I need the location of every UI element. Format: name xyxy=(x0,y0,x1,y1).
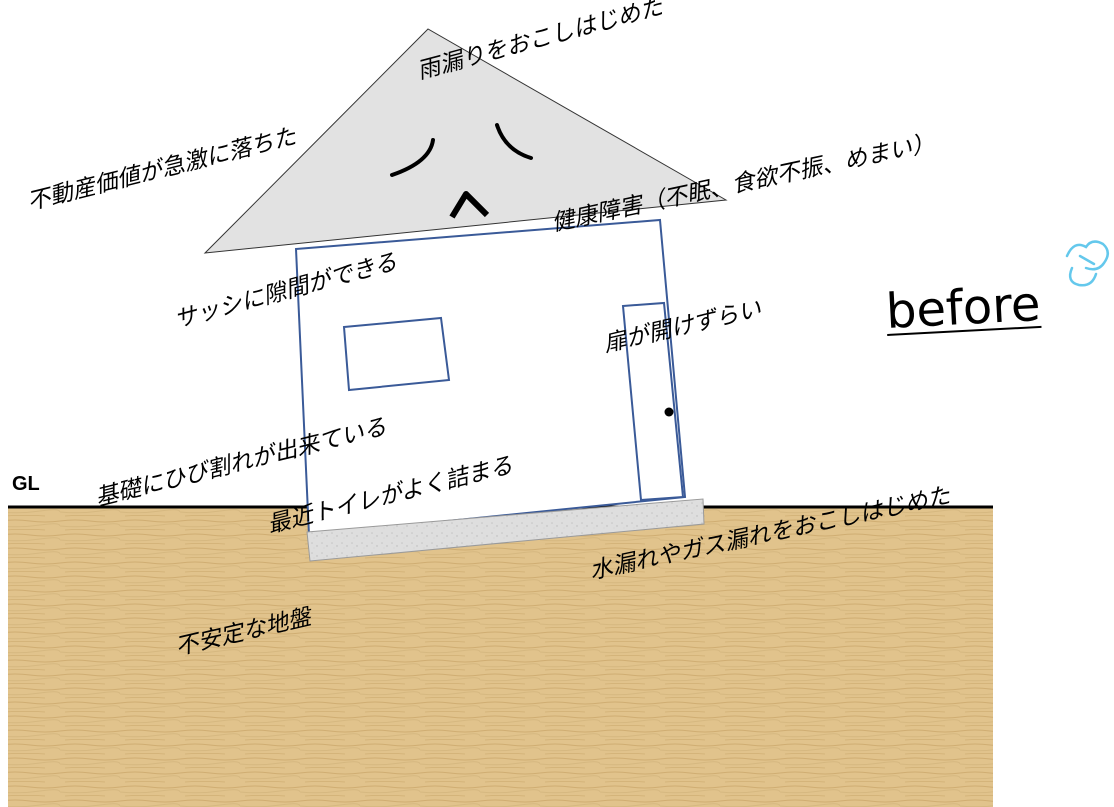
before-label: before xyxy=(884,275,1042,340)
door-knob xyxy=(664,407,674,417)
frown-mouth xyxy=(449,191,490,219)
soil-ground xyxy=(8,507,993,807)
ground-level-label: GL xyxy=(12,473,40,495)
right-eye-stroke xyxy=(495,123,533,160)
house-wall xyxy=(294,218,687,537)
door xyxy=(621,301,685,502)
sketch-doodle-icon xyxy=(1065,240,1109,287)
left-eye-stroke xyxy=(390,138,435,177)
window xyxy=(342,316,451,392)
foundation xyxy=(306,498,705,562)
roof xyxy=(203,28,728,254)
